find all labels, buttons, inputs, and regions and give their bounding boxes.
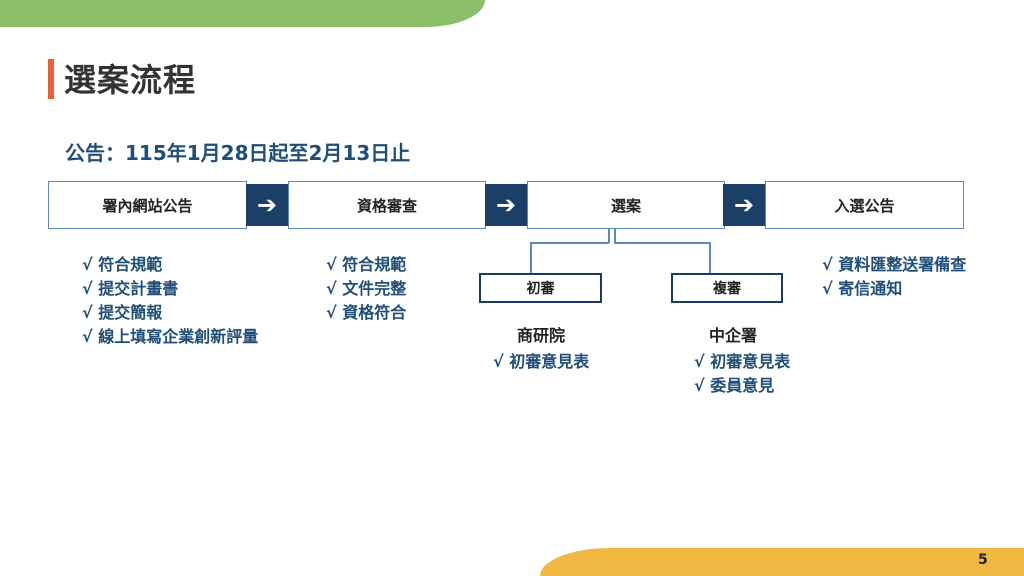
list-item: √ 文件完整	[326, 279, 407, 298]
initial-review-box: 初審	[479, 273, 602, 303]
list-item: √ 初審意見表	[493, 352, 590, 371]
page-number: 5	[978, 552, 988, 568]
connector-line	[608, 229, 610, 243]
step-selection: 選案	[527, 181, 725, 229]
list-item: √ 初審意見表	[694, 352, 791, 371]
second-review-checklist: √ 初審意見表 √ 委員意見	[694, 350, 790, 398]
list-item: √ 提交簡報	[82, 303, 163, 322]
connector-line	[530, 242, 609, 244]
list-item: √ 符合規範	[326, 255, 407, 274]
initial-review-checklist: √ 初審意見表	[493, 350, 589, 374]
connector-line	[614, 242, 710, 244]
slide-title: 選案流程	[64, 61, 197, 99]
initial-review-org: 商研院	[516, 326, 565, 345]
connector-line	[614, 229, 616, 243]
list-item: √ 寄信通知	[822, 279, 903, 298]
list-item: √ 線上填寫企業創新評量	[82, 327, 259, 346]
bottom-decor-band	[540, 548, 1024, 576]
list-item: √ 委員意見	[694, 376, 775, 395]
top-decor-band	[0, 0, 485, 27]
step-eligibility-review: 資格審查	[288, 181, 486, 229]
second-review-org: 中企署	[708, 326, 757, 345]
announcement-period: 公告：115年1月28日起至2月13日止	[65, 141, 411, 165]
list-item: √ 符合規範	[82, 255, 163, 274]
title-accent-bar	[48, 59, 54, 99]
arrow-right-icon: ➔	[246, 184, 288, 226]
step-website-announcement: 署內網站公告	[48, 181, 247, 229]
step-selected-announcement: 入選公告	[765, 181, 964, 229]
step2-checklist: √ 符合規範 √ 文件完整 √ 資格符合	[326, 253, 406, 325]
connector-line	[530, 242, 532, 273]
list-item: √ 資料匯整送署備查	[822, 255, 967, 274]
list-item: √ 提交計畫書	[82, 279, 179, 298]
arrow-right-icon: ➔	[485, 184, 527, 226]
step4-checklist: √ 資料匯整送署備查 √ 寄信通知	[822, 253, 966, 301]
step1-checklist: √ 符合規範 √ 提交計畫書 √ 提交簡報 √ 線上填寫企業創新評量	[82, 253, 258, 349]
list-item: √ 資格符合	[326, 303, 407, 322]
second-review-box: 複審	[671, 273, 783, 303]
arrow-right-icon: ➔	[723, 184, 765, 226]
connector-line	[709, 242, 711, 273]
